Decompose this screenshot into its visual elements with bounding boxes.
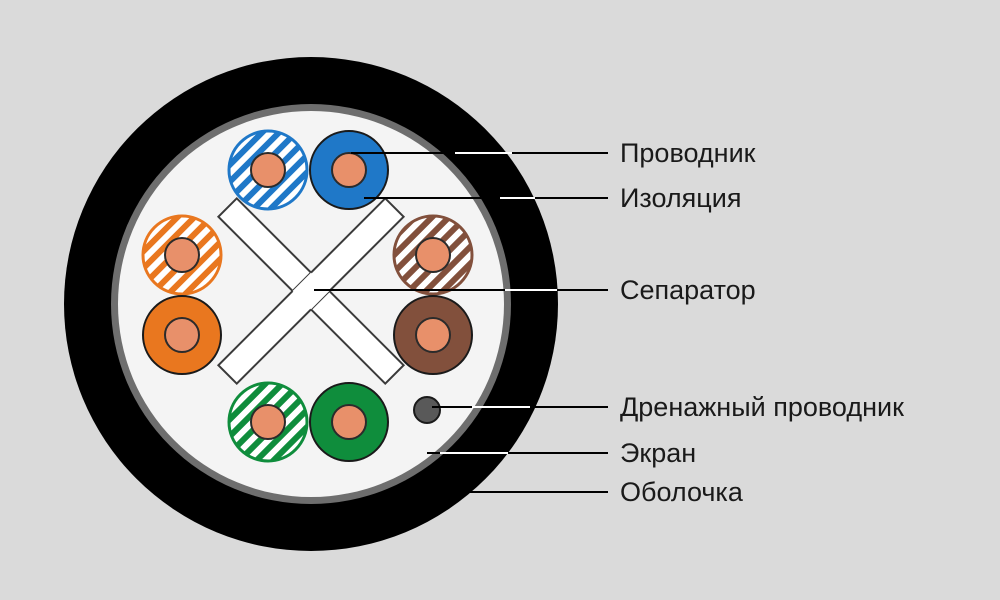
conductor-core xyxy=(250,152,286,188)
separator-center xyxy=(292,272,330,310)
drain-wire xyxy=(413,396,441,424)
conductor-core xyxy=(250,404,286,440)
wire-blue xyxy=(309,130,389,210)
label-conductor: Проводник xyxy=(620,138,756,168)
wire-brown xyxy=(393,295,473,375)
label-separator: Сепаратор xyxy=(620,275,756,305)
wire-white-green xyxy=(227,381,309,463)
wire-orange xyxy=(142,295,222,375)
conductor-core xyxy=(331,152,367,188)
wire-white-brown xyxy=(392,214,474,296)
cross-separator xyxy=(216,196,406,386)
leader-highlights xyxy=(440,152,557,454)
wire-white-blue xyxy=(227,129,309,211)
label-jacket: Оболочка xyxy=(620,477,744,507)
conductor-core xyxy=(331,404,367,440)
conductor-core xyxy=(164,317,200,353)
pair-green xyxy=(227,381,389,463)
labels: Проводник Изоляция Сепаратор Дренажный п… xyxy=(620,138,904,507)
pair-blue xyxy=(227,129,389,211)
label-shield: Экран xyxy=(620,438,696,468)
conductor-core xyxy=(415,237,451,273)
wire-green xyxy=(309,382,389,462)
conductor-core xyxy=(164,237,200,273)
pair-brown xyxy=(392,214,474,375)
pair-orange xyxy=(141,214,223,375)
wire-white-orange xyxy=(141,214,223,296)
label-insulation: Изоляция xyxy=(620,183,741,213)
conductor-core xyxy=(415,317,451,353)
label-drain-wire: Дренажный проводник xyxy=(620,392,904,422)
